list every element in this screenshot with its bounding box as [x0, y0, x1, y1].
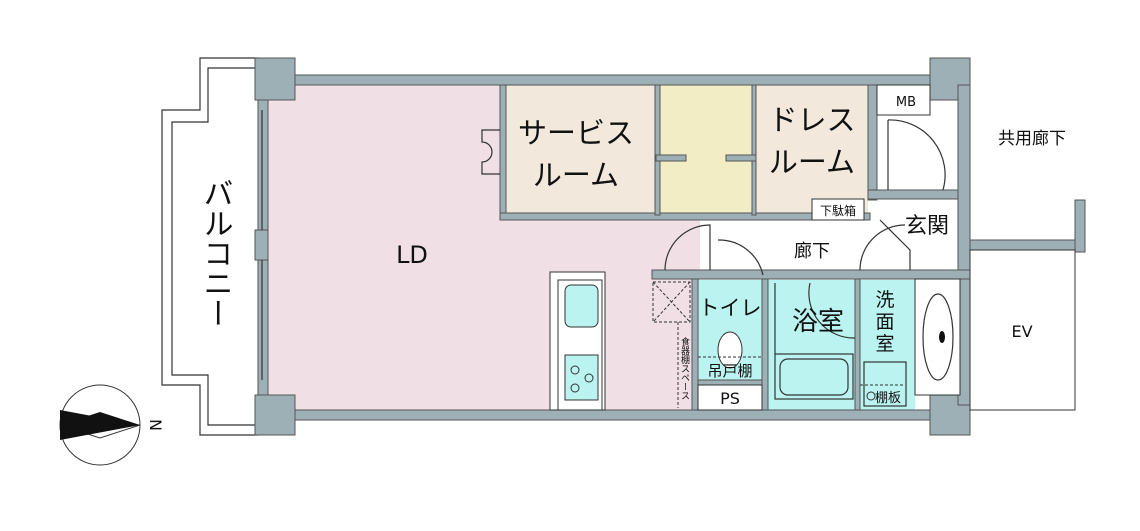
mb-label: MB — [896, 95, 916, 110]
washroom-label-3: 室 — [875, 333, 894, 355]
mb-closet — [876, 84, 931, 116]
cupboard-space-label: 食器棚スペース — [679, 336, 690, 400]
ld-label: LD — [396, 241, 428, 269]
compass-icon: N — [59, 384, 165, 466]
ps-label: PS — [720, 389, 740, 408]
ev-label: EV — [1011, 322, 1032, 341]
north-label: N — [146, 419, 165, 431]
dress-room-label-1: ドレス — [768, 103, 855, 137]
service-room-floor — [505, 85, 655, 213]
shelf-board-label: 棚板 — [875, 391, 901, 406]
shoe-box-label: 下駄箱 — [820, 203, 856, 218]
closet-floor — [660, 85, 752, 213]
toilet-label: トイレ — [699, 296, 762, 320]
ld-floor — [268, 85, 503, 410]
sink-icon — [564, 284, 599, 328]
ld-door[interactable] — [664, 224, 711, 271]
bathroom-label: 浴室 — [792, 307, 844, 337]
entrance-label: 玄関 — [905, 214, 949, 239]
toilet-bowl-icon — [717, 331, 743, 369]
bathroom-floor — [768, 280, 856, 410]
washroom-door[interactable] — [859, 224, 906, 271]
dress-room-floor — [755, 85, 868, 213]
toilet-door[interactable] — [717, 239, 764, 276]
service-room-label-1: サービス — [518, 116, 634, 150]
balcony: バルコニー — [161, 57, 258, 436]
washroom-label-1: 洗 — [875, 289, 894, 311]
bathroom-door[interactable] — [808, 282, 856, 339]
shoe-box — [811, 198, 865, 221]
hanging-shelf-label: 吊戸棚 — [707, 362, 752, 380]
dress-room-label-2: ルーム — [769, 145, 855, 179]
bathtub-icon — [774, 283, 854, 400]
balcony-label: バルコニー — [198, 178, 233, 328]
cupboard-space: 食器棚スペース — [652, 281, 691, 408]
walls — [254, 57, 1086, 436]
service-room-door[interactable] — [481, 129, 500, 175]
hallway-label: 廊下 — [794, 241, 830, 262]
entrance-door[interactable] — [887, 119, 946, 191]
kitchen-counter — [549, 271, 606, 411]
elevator — [969, 249, 1076, 411]
common-corridor-label: 共用廊下 — [998, 129, 1066, 149]
washroom-label-2: 面 — [875, 311, 894, 333]
service-room-label-2: ルーム — [533, 158, 619, 192]
